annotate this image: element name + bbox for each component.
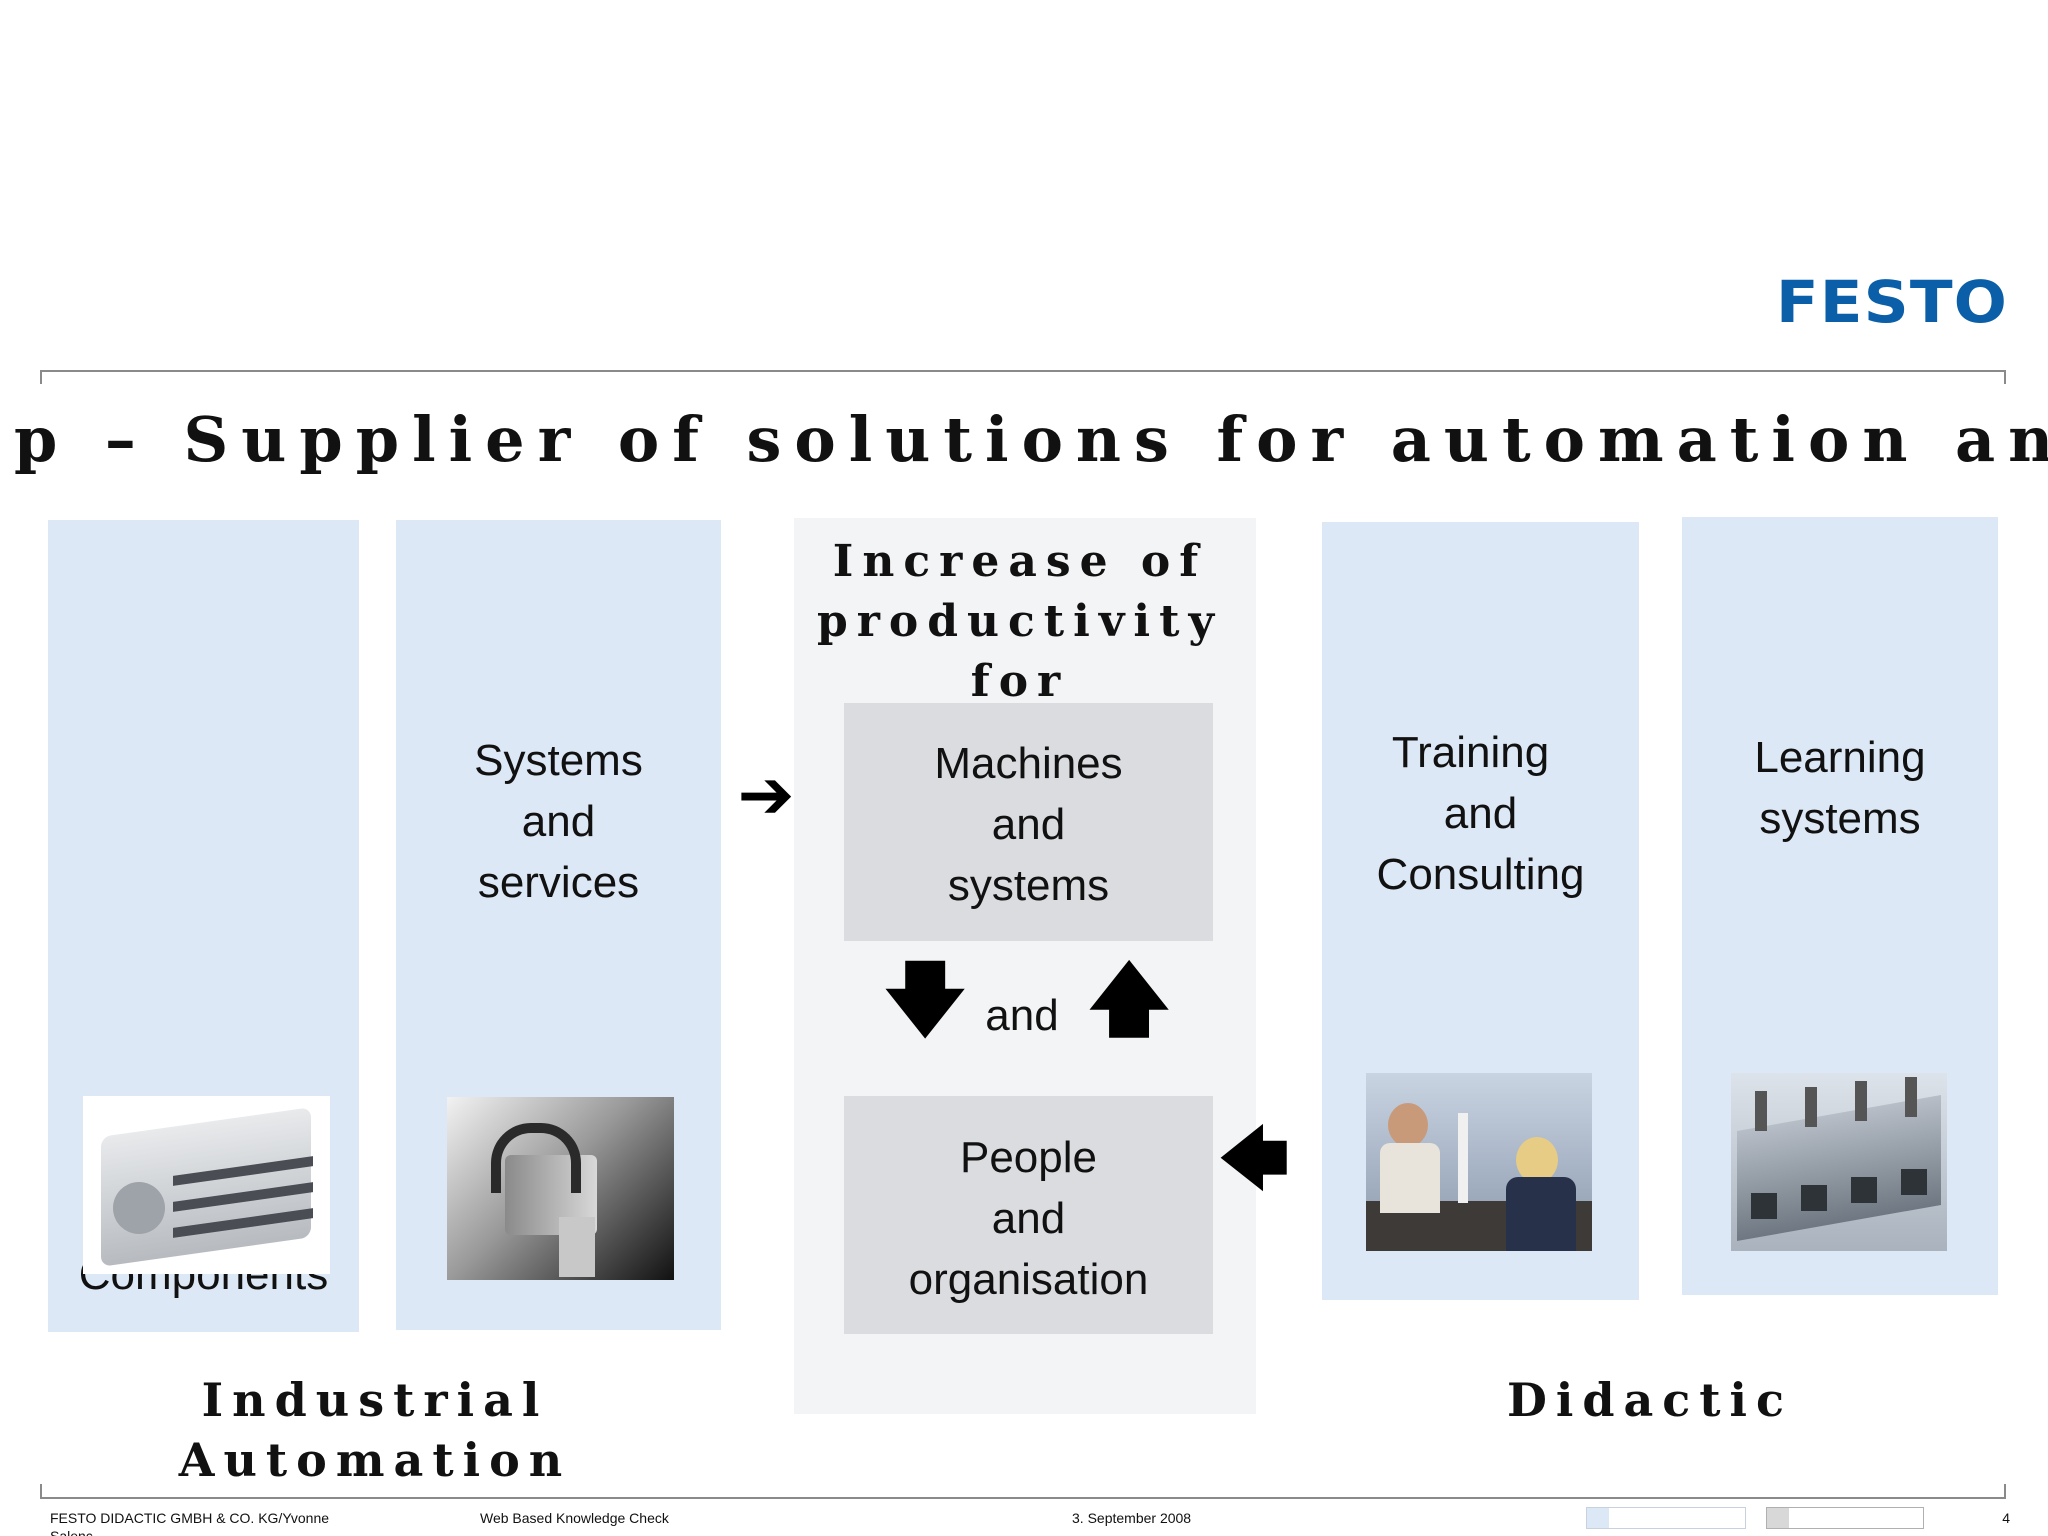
footer-rule <box>40 1497 2006 1499</box>
industrial-automation-label-line2: Automation <box>178 1433 572 1487</box>
machines-line3: systems <box>947 861 1110 910</box>
pneumatic-cylinder-image <box>83 1096 330 1274</box>
training-line2: and <box>1443 789 1518 838</box>
slide-title-text: p – Supplier of solutions for automation… <box>14 403 2048 476</box>
people-organisation-box: People and organisation <box>844 1096 1213 1334</box>
footer-page-number: 4 <box>2002 1510 2010 1526</box>
slide-title: p – Supplier of solutions for automation… <box>0 400 2048 480</box>
footer-document: Web Based Knowledge Check <box>480 1510 669 1526</box>
arrow-down-icon: 🡇 <box>884 953 967 1046</box>
productivity-heading-line1: Increase of <box>832 536 1208 587</box>
footer-rule-left-tick <box>40 1484 42 1498</box>
arrow-up-icon: 🡅 <box>1088 953 1171 1046</box>
footer-rule-right-tick <box>2004 1484 2006 1498</box>
footer-nav-bar-blue <box>1586 1507 1746 1529</box>
footer-nav-bar-grey <box>1766 1507 1924 1529</box>
machines-systems-box: Machines and systems <box>844 703 1213 941</box>
gripper-system-image <box>447 1097 674 1280</box>
header-rule <box>40 370 2006 372</box>
arrow-right-icon: ➔ <box>737 756 795 835</box>
footer-company: FESTO DIDACTIC GMBH & CO. KG/Yvonne <box>50 1510 330 1526</box>
learning-system-image <box>1731 1073 1947 1251</box>
people-line1: People <box>959 1133 1097 1182</box>
header-rule-left-tick <box>40 370 42 384</box>
footer-date: 3. September 2008 <box>1072 1510 1192 1526</box>
learning-line1: Learning <box>1754 733 1926 782</box>
machines-line2: and <box>991 800 1066 849</box>
systems-label-line3: services <box>477 858 640 907</box>
productivity-heading-line2: productivity for <box>816 596 1224 707</box>
header-rule-right-tick <box>2004 370 2006 384</box>
machines-line1: Machines <box>934 739 1123 788</box>
people-line2: and <box>991 1194 1066 1243</box>
arrow-left-icon: 🡄 <box>1218 1120 1290 1199</box>
and-connector-text: and <box>985 991 1059 1040</box>
training-photo-image <box>1366 1073 1592 1251</box>
people-line3: organisation <box>908 1255 1149 1304</box>
systems-label-line2: and <box>521 797 596 846</box>
learning-line2: systems <box>1759 794 1921 843</box>
footer-company-line2: Salenc <box>50 1528 93 1536</box>
festo-logo: FESTO <box>1775 268 2008 336</box>
training-line1: Training <box>1391 728 1550 777</box>
industrial-automation-label-line1: Industrial <box>201 1373 549 1427</box>
training-line3: Consulting <box>1376 850 1585 899</box>
didactic-label: Didactic <box>1506 1373 1794 1427</box>
systems-label-line1: Systems <box>474 736 643 785</box>
